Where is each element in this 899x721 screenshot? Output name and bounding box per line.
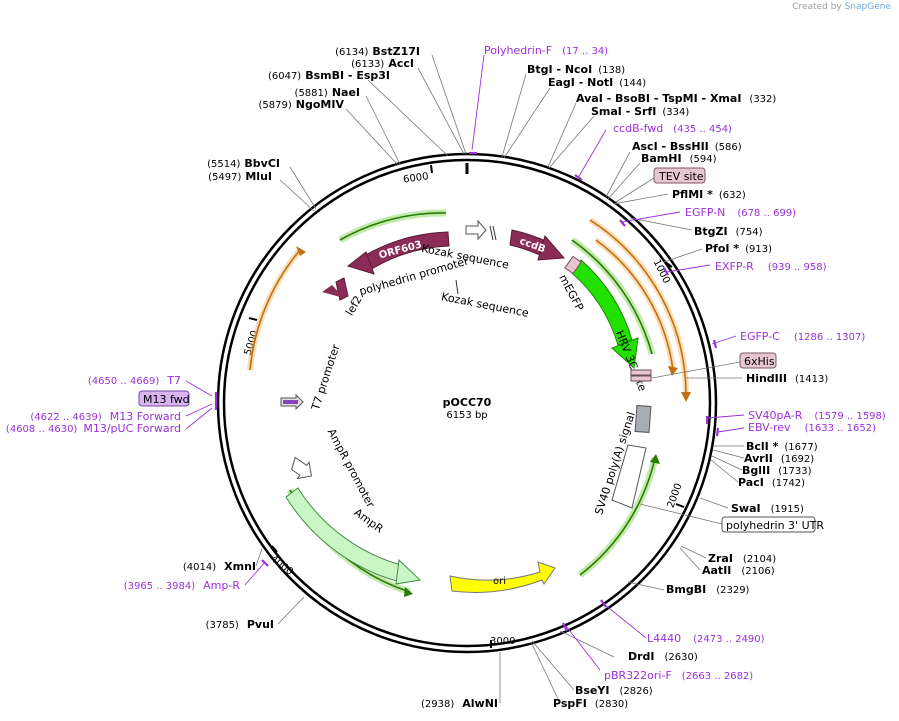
primer-polyhedrin-f: Polyhedrin-F(17 .. 34) xyxy=(484,44,608,57)
backbone-inner xyxy=(222,158,712,648)
site-pflmi: PflMI *(632) xyxy=(672,188,746,201)
snapgene-credit: Created by SnapGene xyxy=(792,2,891,12)
site-ngomiv: (5879)NgoMIV xyxy=(259,98,345,111)
his-leader xyxy=(651,361,741,379)
site-eagi: EagI - NotI(144) xyxy=(548,76,646,89)
site-bglii: BglII(1733) xyxy=(742,464,812,477)
polyhedrin-promoter-arrow xyxy=(465,219,487,241)
site-pfoi: PfoI *(913) xyxy=(705,242,772,255)
site-pvui: (3785)PvuI xyxy=(206,618,274,631)
ampr-promoter-arrow xyxy=(291,456,313,480)
primer-pbr322ori-f: pBR322ori-F(2663 .. 2682) xyxy=(604,669,753,682)
t7-label: T7 promoter xyxy=(309,342,343,412)
plasmid-name: pOCC70 xyxy=(443,396,492,409)
site-naei: (5881)NaeI xyxy=(295,86,360,99)
site-bstz17i: (6134)BstZ17I xyxy=(335,45,420,58)
backbone-outer xyxy=(216,152,718,654)
site-aatii: AatII(2106) xyxy=(702,564,775,577)
utr-leader xyxy=(639,503,723,525)
tev-site-box[interactable]: TEV site xyxy=(653,167,706,184)
site-paci: PacI(1742) xyxy=(738,476,805,489)
tick-6000: 6000 xyxy=(403,171,430,185)
credit-app: SnapGene xyxy=(844,2,891,12)
site-bmgbi: BmgBI(2329) xyxy=(666,583,750,596)
kozak-mark-1b xyxy=(492,225,497,241)
primer-m13-puc-forward: (4608 .. 4630)M13/pUC Forward xyxy=(6,422,181,435)
lef2-feature[interactable]: lef2 xyxy=(322,277,365,318)
site-drdi: DrdI(2630) xyxy=(628,650,698,663)
hrv-site-box xyxy=(630,369,652,376)
site-btgi: BtgI - NcoI(138) xyxy=(527,63,625,76)
tick-3000: 3000 xyxy=(490,636,515,647)
site-avrii: AvrII(1692) xyxy=(744,452,814,465)
site-bsmbi: (6047)BsmBI - Esp3I xyxy=(268,69,390,82)
primer-t7: (4650 .. 4669)T7 xyxy=(88,374,181,387)
tick-6000-mark xyxy=(430,164,433,174)
kozak-mark-2 xyxy=(455,279,459,295)
kozak-mark-1 xyxy=(489,225,494,241)
site-asci: AscI - BssHII(586) xyxy=(632,140,742,153)
ampr-label: AmpR xyxy=(351,506,386,536)
site-xmni: (4014)XmnI xyxy=(183,560,256,573)
orange-arcs xyxy=(247,217,691,402)
m13-fwd-label: M13 fwd xyxy=(143,393,190,406)
site-bamhi: BamHI(594) xyxy=(641,152,717,165)
site-zrai: ZraI(2104) xyxy=(708,552,776,565)
primer-ebv-rev: EBV-rev(1633 .. 1652) xyxy=(748,421,876,434)
site-pspfi: PspFI(2830) xyxy=(553,697,628,710)
ampr-feature[interactable]: AmpR xyxy=(285,487,422,585)
m13-fwd-box[interactable]: M13 fwd xyxy=(138,390,190,407)
primer-leaders xyxy=(185,54,745,671)
credit-prefix: Created by xyxy=(792,2,842,12)
ori-feature[interactable]: ori xyxy=(449,561,556,593)
plasmid-length: 6153 bp xyxy=(446,410,487,421)
primer-egfp-c: EGFP-C(1286 .. 1307) xyxy=(740,330,865,343)
his-site-box xyxy=(630,375,652,382)
site-btgzi: BtgZI(754) xyxy=(694,225,763,238)
kozak-label-2: Kozak sequence xyxy=(440,290,530,320)
ampr-promoter-label: AmpR promoter xyxy=(325,426,378,510)
site-acci: (6133)AccI xyxy=(351,57,414,70)
tev-site-label: TEV site xyxy=(658,170,704,183)
his-tag-box[interactable]: 6xHis xyxy=(739,352,777,369)
site-swai: SwaI(1915) xyxy=(731,502,804,515)
site-avai: AvaI - BsoBI - TspMI - XmaI(332) xyxy=(576,92,776,105)
site-bcli: BclI *(1677) xyxy=(746,440,818,453)
primer-ccdb-fwd: ccdB-fwd(435 .. 454) xyxy=(613,122,732,135)
primer-m13-forward: (4622 .. 4639)M13 Forward xyxy=(30,410,181,423)
enzyme-leaders xyxy=(255,54,745,704)
tick-4000-mark xyxy=(271,545,278,553)
tick-4000: 4000 xyxy=(268,553,295,577)
tick-5000-mark xyxy=(248,317,258,321)
primer-amp-r: (3965 .. 3984)Amp-R xyxy=(124,579,241,592)
primer-marks xyxy=(214,151,720,632)
primer-egfp-n: EGFP-N(678 .. 699) xyxy=(685,206,796,219)
t7-feature[interactable]: T7 promoter xyxy=(280,342,343,413)
primer-exfp-r: EXFP-R(939 .. 958) xyxy=(715,260,827,273)
site-hindiii: HindIII(1413) xyxy=(746,372,828,385)
tev-leader xyxy=(615,177,655,203)
his-tag-label: 6xHis xyxy=(744,355,775,368)
site-bbvci: (5514)BbvCI xyxy=(207,157,280,170)
site-alwni: (2938)AlwNI xyxy=(421,697,498,710)
tick-1000-mark xyxy=(664,261,673,268)
site-mlui: (5497)MluI xyxy=(208,170,272,183)
primer-sv40pa-r: SV40pA-R(1579 .. 1598) xyxy=(748,409,886,422)
primer-l4440: L4440(2473 .. 2490) xyxy=(647,632,765,645)
site-bseyi: BseYI(2826) xyxy=(575,684,653,697)
polyhedrin-utr-box[interactable]: polyhedrin 3' UTR xyxy=(721,516,824,533)
tick-2000-mark xyxy=(675,503,685,508)
polyhedrin-utr-label: polyhedrin 3' UTR xyxy=(726,519,824,532)
site-smai: SmaI - SrfI(334) xyxy=(591,105,689,118)
ccdb-feature[interactable]: ccdB xyxy=(509,229,566,261)
ori-label: ori xyxy=(493,576,506,587)
